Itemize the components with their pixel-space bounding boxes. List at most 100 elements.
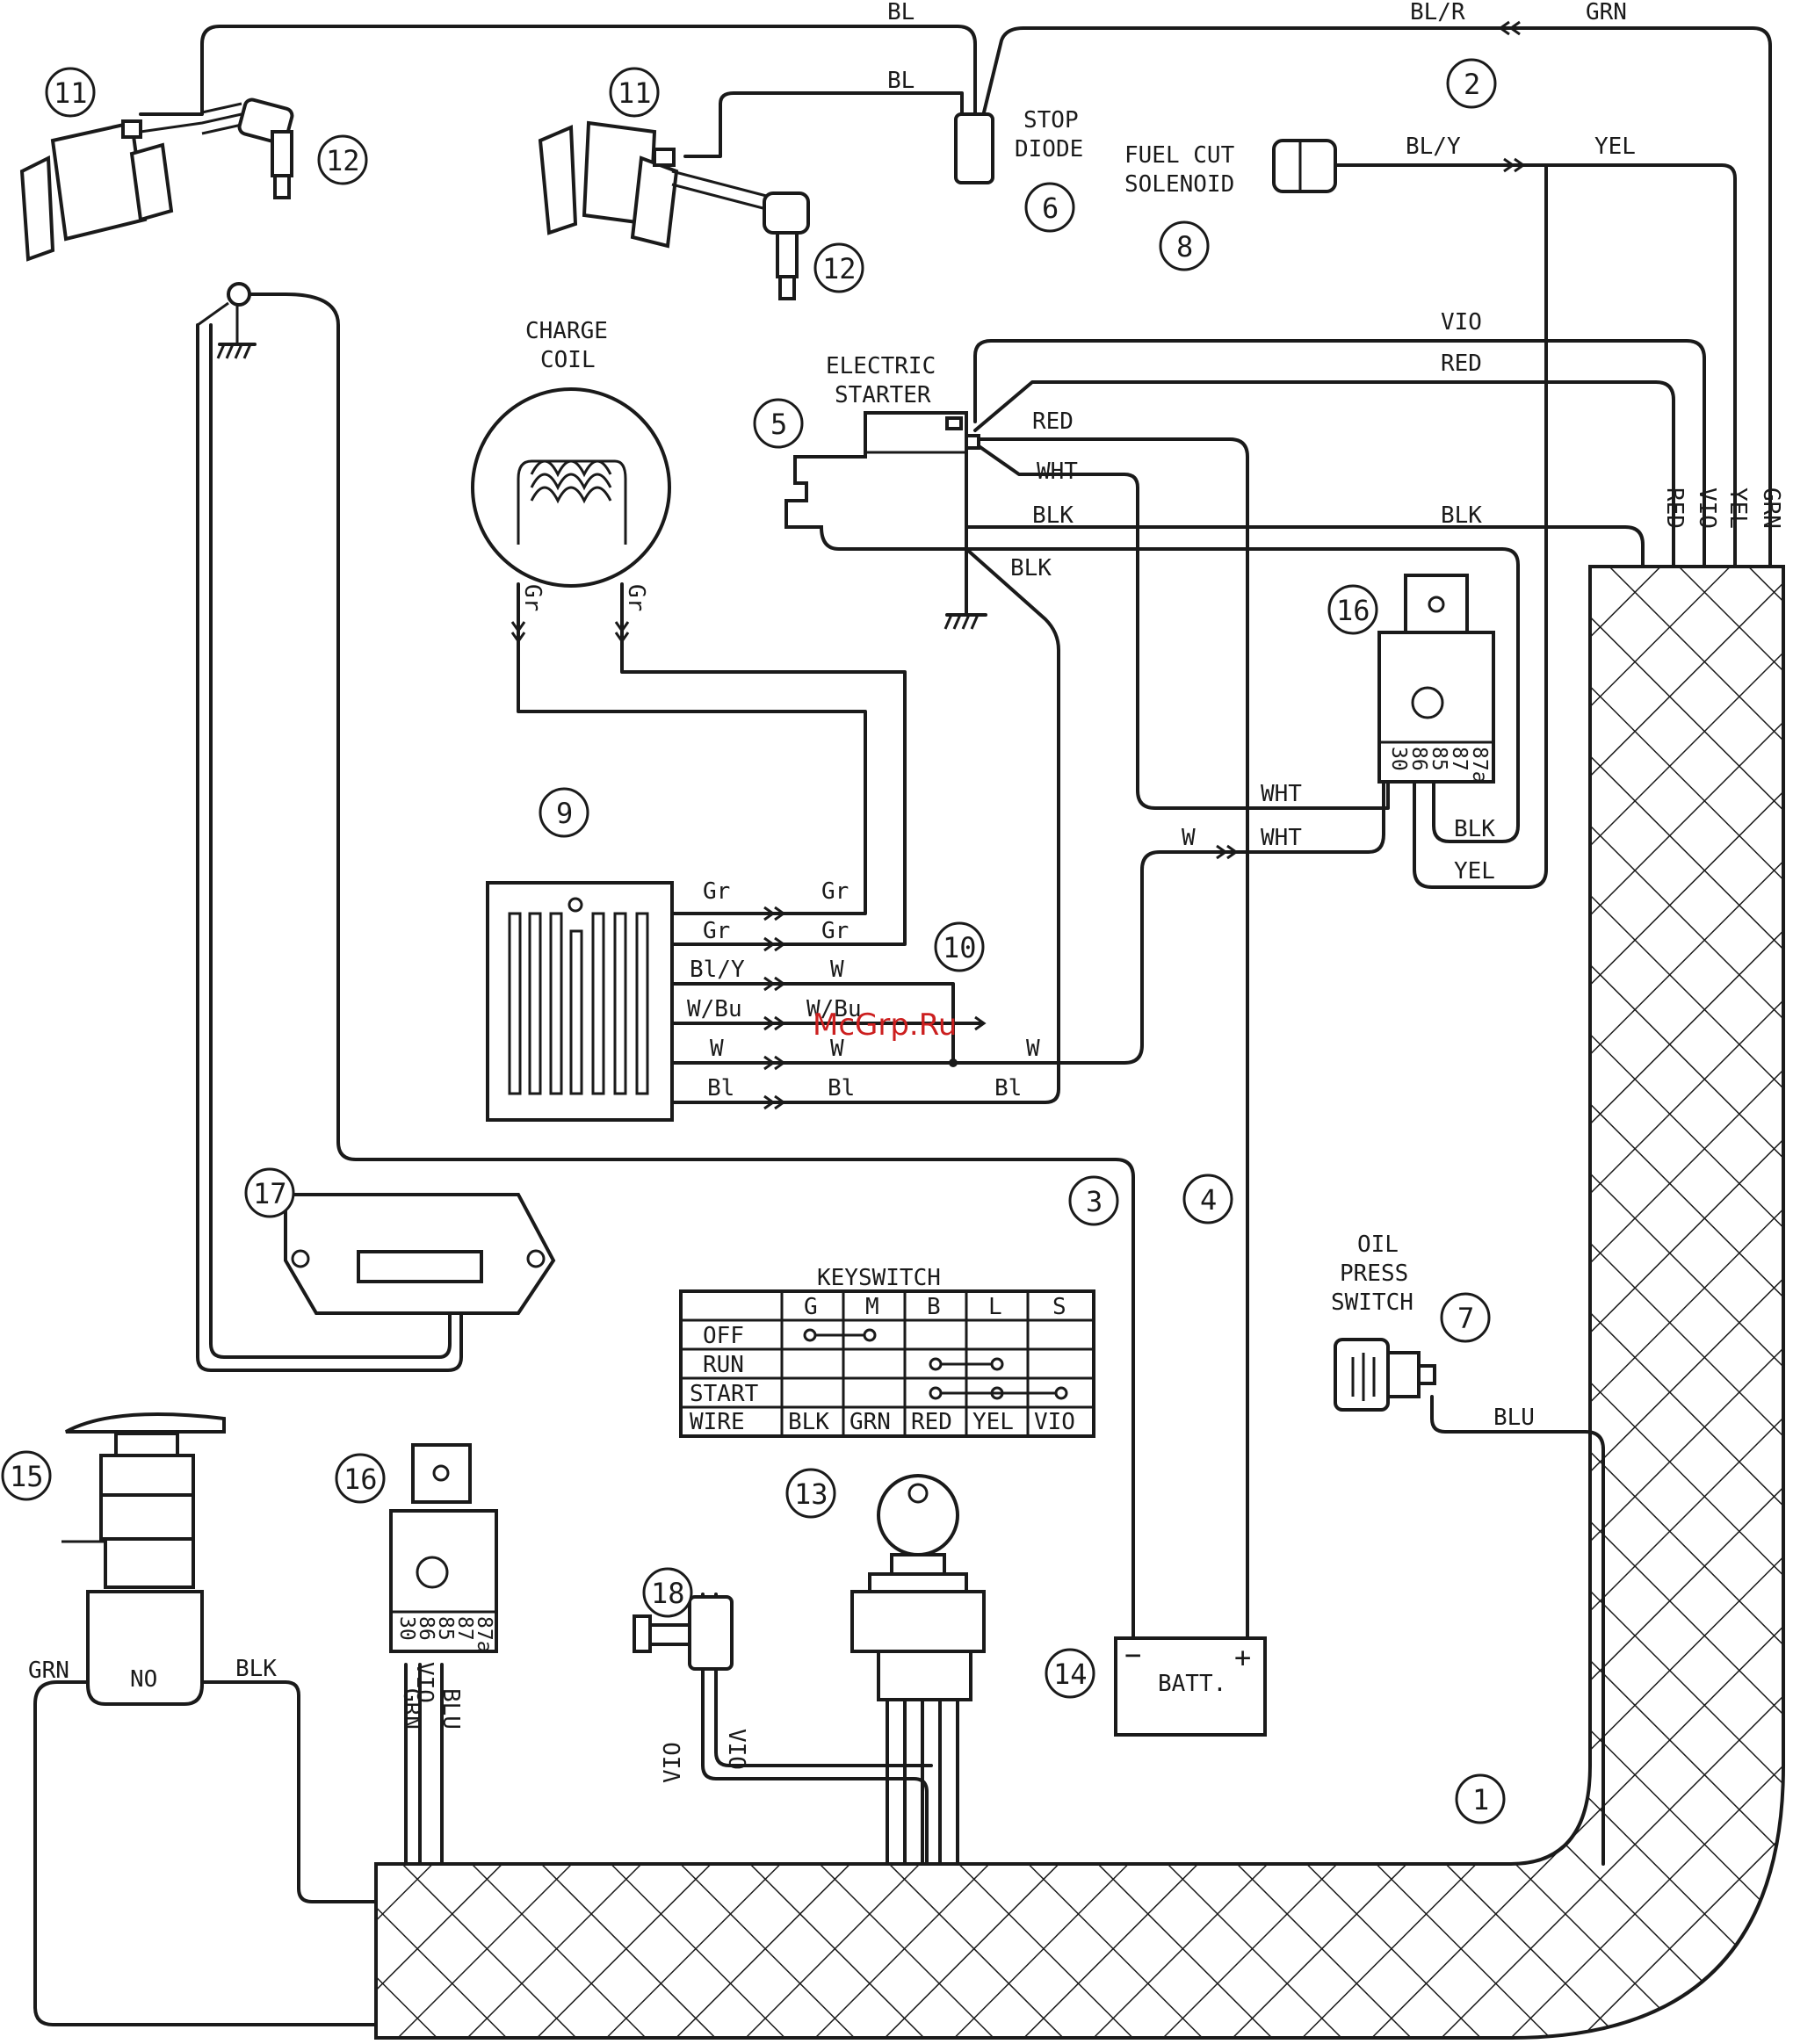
- battery-pos-label: +: [1234, 1641, 1251, 1674]
- keyswitch-col-m: M: [865, 1294, 879, 1320]
- wire-label-reg-w: W: [710, 1036, 724, 1062]
- wire-label-right-blk: BLK: [1441, 502, 1482, 529]
- svg-text:16: 16: [1336, 594, 1370, 627]
- svg-text:12: 12: [326, 144, 360, 177]
- svg-text:14: 14: [1053, 1658, 1088, 1691]
- oil-press-switch: [1334, 1338, 1436, 1412]
- svg-text:8: 8: [1176, 230, 1193, 264]
- relay-right-pin-87: 87: [1448, 747, 1471, 771]
- relay-right-pin-30: 30: [1387, 747, 1410, 771]
- junction-dot: [949, 1058, 958, 1067]
- keyswitch-col-s: S: [1052, 1294, 1066, 1320]
- wire-label-reg-w1: W: [830, 957, 844, 983]
- wire-label-blu: BLU: [1493, 1405, 1535, 1431]
- wire-label-reg-bly: Bl/Y: [690, 957, 745, 983]
- fuel-cut-label-2: SOLENOID: [1124, 171, 1234, 198]
- relay-right-pin-87a: 87a: [1468, 747, 1491, 784]
- relay-right-pins: 30 86 85 87 87a: [1387, 747, 1491, 784]
- component-labels: STOP DIODE FUEL CUT SOLENOID CHARGE COIL…: [130, 107, 1413, 1697]
- keyswitch-row-off: OFF: [703, 1323, 744, 1349]
- wire-label-reg-w3: W: [1026, 1036, 1040, 1062]
- wire-label-relay-wht1: WHT: [1261, 781, 1302, 807]
- wire-label-harness-grn: GRN: [1758, 488, 1784, 529]
- svg-text:9: 9: [556, 797, 573, 830]
- stop-diode: [954, 112, 994, 184]
- wire-labels: BL BL/R GRN BL BL/Y YEL VIO RED RED WHT …: [28, 0, 1784, 1783]
- svg-text:17: 17: [253, 1177, 287, 1210]
- keyswitch-wire-grn: GRN: [850, 1409, 891, 1435]
- relay-right: [1377, 574, 1495, 784]
- wire-label-starter-wht: WHT: [1037, 459, 1078, 485]
- wire-label-top-blr: BL/R: [1410, 0, 1465, 25]
- watermark: McGrp.Ru: [813, 1008, 957, 1043]
- relay-left-pins: 30 86 85 87 87a: [395, 1616, 495, 1653]
- svg-text:10: 10: [943, 931, 977, 964]
- wire-label-reg-bl2: Bl: [828, 1075, 855, 1101]
- wire-label-starter-blk2: BLK: [1010, 555, 1052, 581]
- svg-text:1: 1: [1472, 1783, 1489, 1816]
- keyswitch-start-contact: [929, 1386, 1068, 1400]
- svg-text:15: 15: [10, 1460, 44, 1493]
- wire-label-reg-gr2: Gr: [703, 918, 730, 944]
- wire-label-reg-wbu: W/Bu: [687, 996, 742, 1022]
- wire-label-reg-bl: Bl: [707, 1075, 734, 1101]
- keyswitch-wire-vio: VIO: [1034, 1409, 1075, 1435]
- wire-label-relay-wht2: WHT: [1261, 825, 1302, 851]
- wire-label-cc-gr-left: Gr: [519, 584, 546, 611]
- callout-12a: 12: [317, 134, 368, 185]
- wire-label-red: RED: [1441, 350, 1482, 377]
- keyswitch-wire-red: RED: [911, 1409, 952, 1435]
- keyswitch-row-wire: WIRE: [690, 1409, 745, 1435]
- wire-label-sol-vio1: VIO: [660, 1742, 686, 1783]
- svg-text:12: 12: [822, 252, 857, 285]
- fuel-cut-solenoid: [1272, 139, 1337, 193]
- relay-left: [389, 1443, 498, 1653]
- wire-label-reg-gr1: Gr: [703, 878, 730, 905]
- wire-label-reg-gr2b: Gr: [821, 918, 849, 944]
- push-switch-label: NO: [130, 1666, 157, 1693]
- callout-16a: 16: [1327, 584, 1378, 635]
- callout-3: 3: [1068, 1175, 1119, 1226]
- battery-label: BATT.: [1158, 1671, 1226, 1697]
- relay-right-pin-86: 86: [1407, 747, 1430, 771]
- keyswitch-run-contact: [929, 1357, 1004, 1371]
- callout-16b: 16: [335, 1453, 386, 1504]
- wire-label-blk-left: BLK: [235, 1656, 277, 1682]
- wire-label-starter-blk: BLK: [1032, 502, 1074, 529]
- callout-7: 7: [1440, 1292, 1491, 1343]
- relay-right-pin-85: 85: [1428, 747, 1450, 771]
- wire-label-top-bl: BL: [887, 0, 915, 25]
- stop-diode-label-1: STOP: [1023, 107, 1079, 134]
- keyswitch-table: [679, 1289, 1095, 1438]
- keyswitch-row-start: START: [690, 1381, 759, 1407]
- callout-10: 10: [934, 921, 985, 972]
- wire-label-bly: BL/Y: [1406, 134, 1461, 160]
- svg-text:3: 3: [1086, 1185, 1103, 1218]
- ignition-coil-left: [19, 98, 294, 262]
- wire-label-relay2-blu: BLU: [437, 1688, 464, 1730]
- charge-coil-label-1: CHARGE: [525, 318, 608, 344]
- svg-text:18: 18: [651, 1577, 685, 1610]
- callout-18: 18: [642, 1567, 693, 1618]
- wire-label-harness-yel: YEL: [1724, 488, 1751, 529]
- svg-text:6: 6: [1042, 191, 1059, 225]
- relay-left-pin-87a: 87a: [473, 1616, 495, 1653]
- ignition-module: [284, 1193, 556, 1315]
- keyswitch-col-l: L: [988, 1294, 1002, 1320]
- callout-1: 1: [1455, 1773, 1506, 1824]
- wire-label-relay-w: W: [1182, 825, 1196, 851]
- wire-label-starter-red: RED: [1032, 408, 1074, 435]
- wire-label-harness-red: RED: [1661, 488, 1688, 529]
- callout-17: 17: [244, 1167, 295, 1218]
- wire-label-cc-gr-right: Gr: [623, 584, 649, 611]
- battery: [1114, 1636, 1267, 1737]
- svg-text:2: 2: [1464, 68, 1480, 101]
- callout-15: 15: [1, 1450, 52, 1501]
- wire-label-reg-wbu2: W/Bu: [806, 996, 862, 1022]
- callout-11b: 11: [609, 67, 660, 118]
- oil-switch-label-2: PRESS: [1340, 1260, 1408, 1287]
- wire-label-sol-vio2: VIO: [723, 1729, 749, 1770]
- callout-13: 13: [785, 1468, 836, 1519]
- relay-left-pin-86: 86: [415, 1616, 437, 1641]
- svg-text:11: 11: [54, 76, 88, 110]
